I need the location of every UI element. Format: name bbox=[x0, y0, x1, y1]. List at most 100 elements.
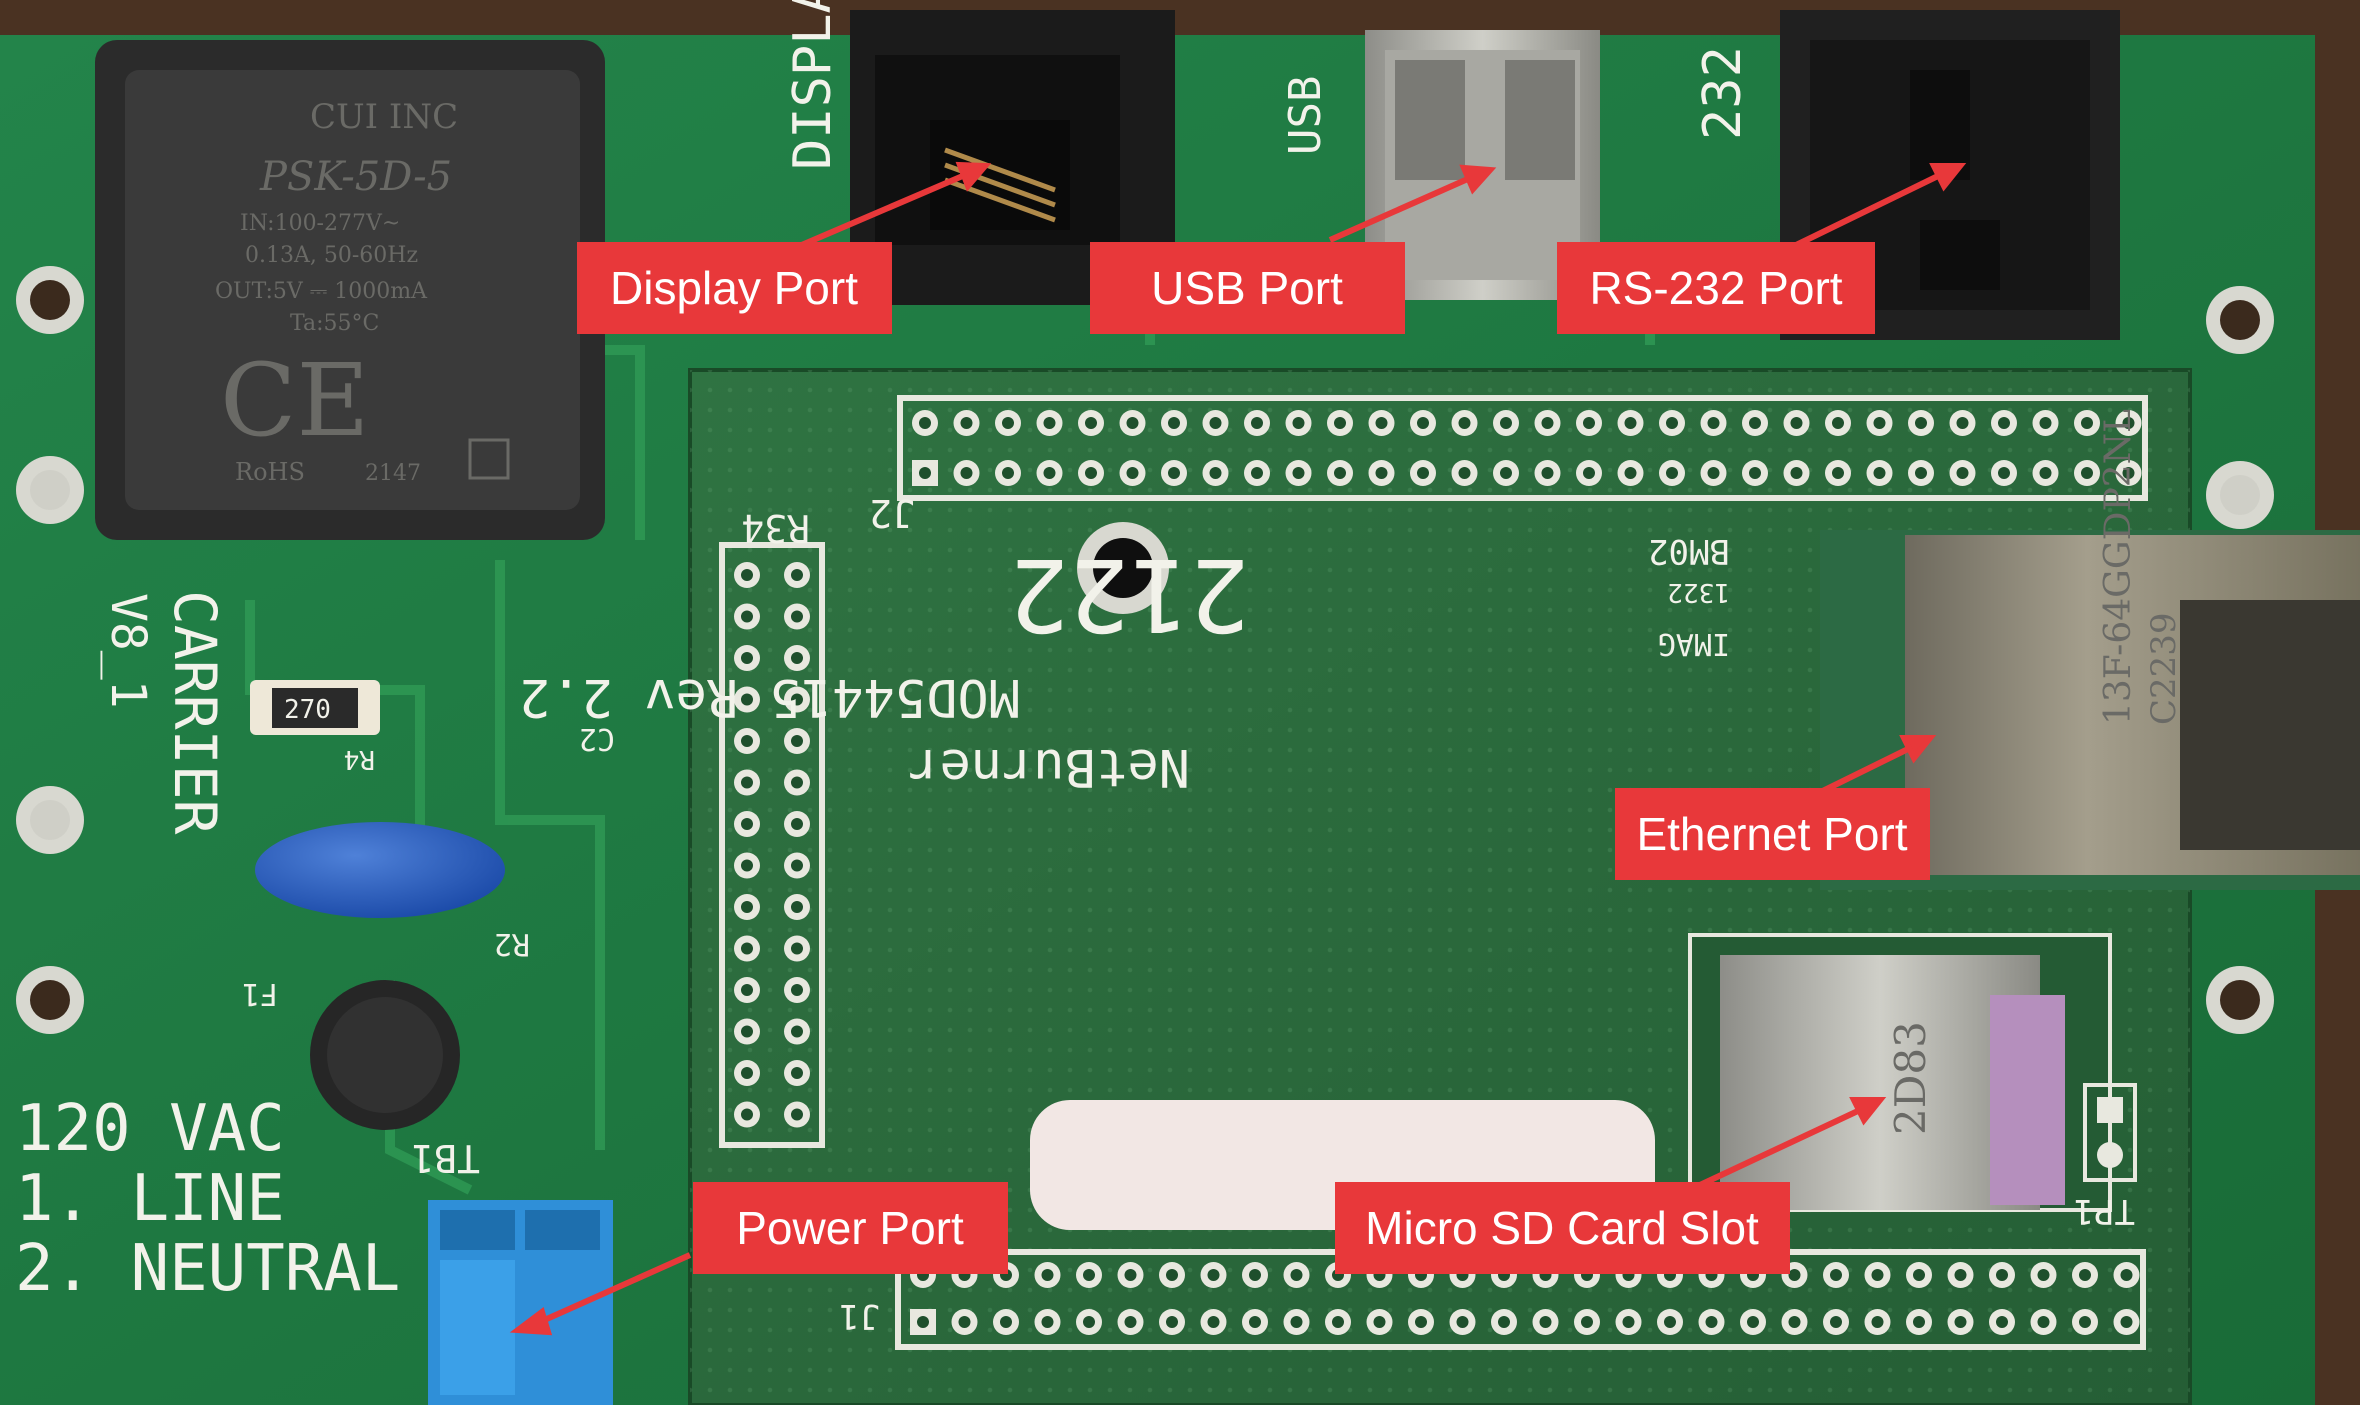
header-pin-hole bbox=[791, 610, 803, 623]
header-pin-hole bbox=[1166, 1316, 1178, 1328]
resistor-value-mark: 270 bbox=[284, 695, 331, 725]
header-pin-hole bbox=[791, 901, 803, 913]
header-pin-hole bbox=[1624, 417, 1637, 429]
line-silkscreen: 1. LINE bbox=[15, 1162, 285, 1236]
callout-power-port: Power Port bbox=[693, 1182, 1008, 1274]
header-pin-hole bbox=[1832, 417, 1844, 429]
header-pin-hole bbox=[1541, 467, 1554, 479]
header-pin-hole bbox=[1209, 417, 1222, 429]
fuse-f1 bbox=[310, 980, 460, 1130]
header-pin-hole bbox=[960, 467, 973, 479]
header-pin-hole bbox=[1124, 1269, 1137, 1281]
header-pin-hole bbox=[919, 417, 931, 429]
callout-ethernet-port: Ethernet Port bbox=[1615, 788, 1930, 880]
header-pin-hole bbox=[2120, 1316, 2133, 1328]
header-pin-hole bbox=[1332, 1316, 1344, 1328]
header-pin-hole bbox=[1249, 1269, 1261, 1281]
psu-input-mark: IN:100-277V~ bbox=[240, 211, 400, 236]
header-pin-hole bbox=[1788, 1269, 1801, 1281]
header-pin-hole bbox=[1998, 467, 2010, 479]
voltage-silkscreen: 120 VAC bbox=[15, 1092, 285, 1166]
left-header-pins bbox=[734, 562, 810, 1128]
header-pin-hole bbox=[958, 1316, 971, 1328]
callout-rs232-port: RS-232 Port bbox=[1557, 242, 1875, 334]
header-pin-hole bbox=[1956, 417, 1969, 429]
header-pin-hole bbox=[1290, 1316, 1303, 1328]
header-pin-hole bbox=[1456, 1316, 1469, 1328]
header-pin-hole bbox=[1417, 467, 1429, 479]
header-pin-hole bbox=[741, 818, 753, 830]
header-pin-hole bbox=[1083, 1316, 1095, 1328]
header-pin-hole bbox=[1334, 417, 1346, 429]
header-pin-hole bbox=[1207, 1316, 1220, 1328]
header-pin-hole bbox=[1292, 417, 1305, 429]
j1-silkscreen: J1 bbox=[839, 1296, 880, 1336]
header-pin-hole bbox=[1873, 417, 1886, 429]
header-pin-hole bbox=[1581, 1316, 1593, 1328]
psu-rohs-mark: RoHS bbox=[235, 458, 305, 486]
header-pin-hole bbox=[741, 942, 753, 955]
module-brand-silkscreen: NetBurner bbox=[908, 737, 1190, 797]
header-pin-hole bbox=[1000, 1316, 1012, 1328]
header-pin-hole bbox=[1541, 417, 1554, 429]
psu-model-mark: PSK-5D-5 bbox=[259, 154, 452, 200]
header-pin-hole bbox=[1209, 467, 1222, 479]
header-pin-hole bbox=[1373, 1316, 1386, 1328]
header-pin-hole bbox=[1871, 1269, 1884, 1281]
header-pin-hole bbox=[1334, 467, 1346, 479]
header-pin-hole bbox=[741, 1025, 753, 1038]
mounting-holes bbox=[16, 266, 2274, 1034]
psu-amp-mark: 0.13A, 50-60Hz bbox=[245, 243, 418, 268]
header-pin-hole bbox=[1996, 1316, 2008, 1328]
rj45-part-mark: 13F-64GGDP2NL bbox=[2098, 409, 2139, 725]
resistor-r4: 270 bbox=[250, 680, 380, 735]
header-pin-hole bbox=[2037, 1316, 2050, 1328]
header-pin-hole bbox=[1664, 1316, 1676, 1328]
header-pin-hole bbox=[741, 1067, 753, 1079]
header-pin-hole bbox=[1583, 467, 1595, 479]
usb-port-connector bbox=[1365, 30, 1600, 300]
header-pin-hole bbox=[1417, 417, 1429, 429]
header-pin-hole bbox=[1830, 1316, 1842, 1328]
header-pin-hole bbox=[1124, 1316, 1137, 1328]
header-pin-hole bbox=[741, 776, 753, 789]
header-pin-hole bbox=[741, 610, 753, 623]
header-pin-hole bbox=[1251, 417, 1263, 429]
rs232-port-label: RS-232 Port bbox=[1589, 262, 1842, 314]
header-pin-hole bbox=[1292, 467, 1305, 479]
header-pin-hole bbox=[1913, 1316, 1925, 1328]
header-pin-hole bbox=[1998, 417, 2010, 429]
header-pin-hole bbox=[791, 818, 803, 830]
header-pin-hole bbox=[791, 859, 803, 872]
header-pin-hole bbox=[741, 901, 753, 913]
header-pin-hole bbox=[2120, 1269, 2133, 1281]
header-pin-hole bbox=[741, 735, 753, 747]
micro-sd-slot: 2D83 bbox=[1688, 933, 2112, 1212]
display-silkscreen: DISPLAY bbox=[783, 0, 843, 170]
bm02-silkscreen: BM02 bbox=[1648, 531, 1730, 571]
header-pin-hole bbox=[1996, 1269, 2008, 1281]
header-pin-hole bbox=[1290, 1269, 1303, 1281]
header-pin-hole bbox=[1168, 467, 1180, 479]
sd-code-mark: 2D83 bbox=[1886, 1021, 1935, 1135]
carrier-silkscreen: CARRIER bbox=[161, 590, 229, 835]
header-pin-hole bbox=[1913, 1269, 1925, 1281]
ethernet-port-connector: 13F-64GGDP2NL C2239 bbox=[1820, 409, 2360, 890]
header-pin-hole bbox=[1166, 1269, 1178, 1281]
header-pin-hole bbox=[2122, 467, 2135, 479]
header-pin-hole bbox=[1500, 467, 1512, 479]
r34-silkscreen: R34 bbox=[741, 506, 810, 550]
header-pin-hole bbox=[1954, 1316, 1967, 1328]
header-pin-hole bbox=[1041, 1316, 1054, 1328]
header-pin-hole bbox=[1622, 1316, 1635, 1328]
header-pin-hole bbox=[741, 693, 753, 706]
version-silkscreen: V8_1 bbox=[100, 593, 156, 709]
header-pin-hole bbox=[741, 859, 753, 872]
header-pin-hole bbox=[741, 569, 753, 581]
header-pin-hole bbox=[791, 984, 803, 996]
header-pin-hole bbox=[1666, 417, 1678, 429]
header-pin-hole bbox=[791, 776, 803, 789]
j2-silkscreen: J2 bbox=[869, 491, 915, 535]
header-pin-hole bbox=[791, 1108, 803, 1121]
